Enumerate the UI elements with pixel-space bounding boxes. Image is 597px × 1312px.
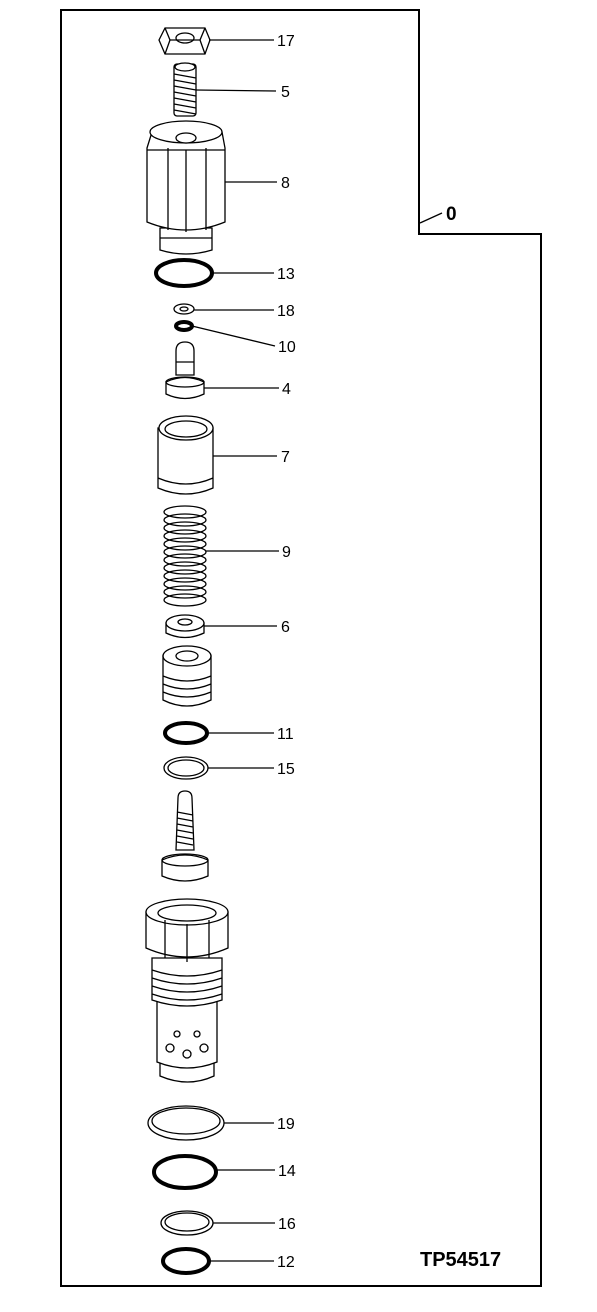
part-adjusting-cap <box>146 120 226 255</box>
callout-4: 4 <box>282 381 291 398</box>
assembly-outline <box>60 9 542 1287</box>
part-sleeve <box>157 415 214 495</box>
part-piston <box>162 645 212 707</box>
part-o-ring-bottom <box>161 1247 211 1275</box>
callout-16: 16 <box>278 1216 296 1233</box>
callout-12: 12 <box>277 1254 295 1271</box>
part-o-ring-small <box>174 320 194 332</box>
part-backup-ring-middle <box>163 756 209 780</box>
callout-8: 8 <box>281 175 290 192</box>
callout-6: 6 <box>281 619 290 636</box>
part-spring <box>163 505 207 607</box>
callout-14: 14 <box>278 1163 296 1180</box>
assembly-leader <box>419 212 443 224</box>
callout-7: 7 <box>281 449 290 466</box>
callout-5: 5 <box>281 84 290 101</box>
callout-9: 9 <box>282 544 291 561</box>
part-washer-small <box>173 303 195 315</box>
assembly-label: 0 <box>446 204 457 225</box>
leader-lines <box>191 39 279 1262</box>
part-valve-body <box>145 898 229 1083</box>
callout-17: 17 <box>277 33 295 50</box>
part-spring-seat <box>165 614 205 639</box>
part-pilot-stem <box>161 790 209 882</box>
part-o-ring-lower <box>152 1154 218 1190</box>
part-poppet <box>165 341 205 400</box>
callout-19: 19 <box>277 1116 295 1133</box>
part-o-ring-upper <box>154 258 214 288</box>
callout-10: 10 <box>278 339 296 356</box>
part-o-ring-middle <box>163 721 209 745</box>
callout-13: 13 <box>277 266 295 283</box>
callout-11: 11 <box>277 726 294 743</box>
part-set-screw <box>173 62 197 117</box>
callout-18: 18 <box>277 303 295 320</box>
callout-15: 15 <box>277 761 295 778</box>
figure-id: TP54517 <box>420 1249 501 1271</box>
part-nut <box>158 27 211 55</box>
part-backup-ring-lower <box>147 1105 225 1141</box>
part-backup-ring-bottom <box>160 1210 214 1236</box>
